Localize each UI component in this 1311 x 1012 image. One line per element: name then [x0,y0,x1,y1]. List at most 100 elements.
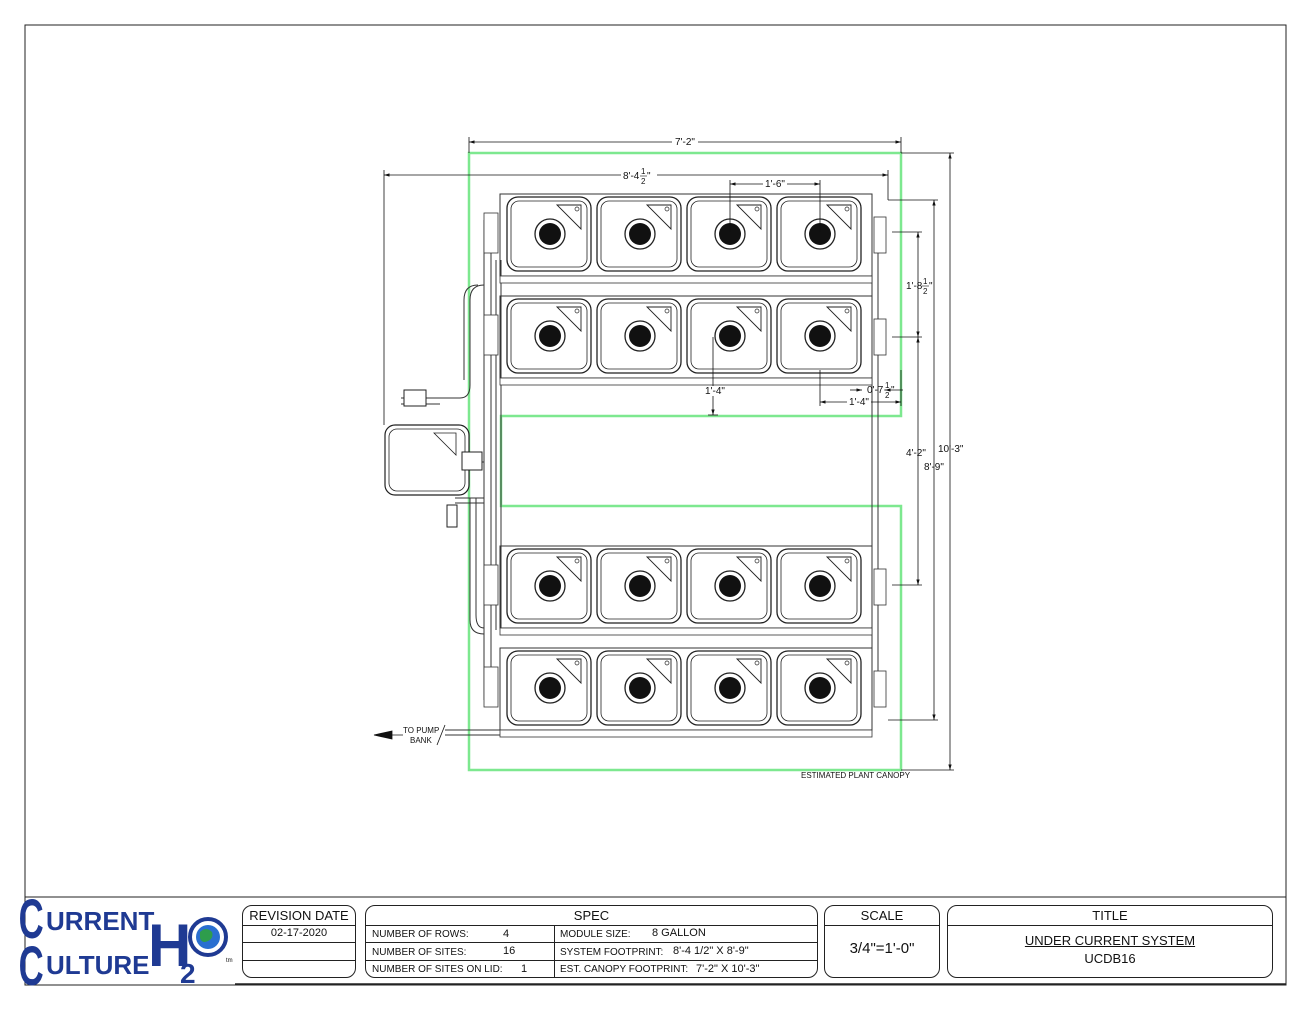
net-pot-icon [809,575,831,597]
module-site [776,196,862,272]
svg-text:2: 2 [923,287,928,296]
spec-header: SPEC [573,908,610,923]
dim-system-length: 8'-9" [924,462,944,473]
module-site [506,548,592,624]
spec-canopy-label: EST. CANOPY FOOTPRINT: [560,964,689,975]
spec-canopy-value: 7'-2" X 10'-3" [696,963,760,975]
spec-module-value: 8 GALLON [652,927,706,939]
row-rail [499,729,873,738]
net-pot-icon [719,575,741,597]
logo-line1: URRENT [46,906,154,936]
row-rail [499,377,873,386]
canopy-note: ESTIMATED PLANT CANOPY [801,771,911,780]
row-manifold-right [873,670,887,708]
spec-rows-value: 4 [503,928,510,940]
dim-system-width-frac-num: 1 [641,167,646,176]
spec-footprint-label: SYSTEM FOOTPRINT: [560,947,664,958]
revision-date: 02-17-2020 [270,927,328,939]
logo-c1: C [19,888,44,951]
module-site [506,650,592,726]
dim-row-group-gap: 4'-2" [906,448,926,459]
row-rail [499,627,873,636]
svg-text:1: 1 [885,381,890,390]
company-logo: C URRENT C ULTURE H 2 tm [19,888,233,998]
dim-module-depth: 1'-4" [705,386,725,397]
spec-sites-label: NUMBER OF SITES: [372,947,467,958]
spec-sites-value: 16 [503,945,516,957]
to-pump-bank-label-1: TO PUMP [403,726,439,735]
row-manifold-left [483,564,499,606]
module-site [686,548,772,624]
net-pot-icon [719,677,741,699]
revision-box: REVISION DATE 02-17-2020 [242,905,356,978]
dim-canopy-length: 10'-3" [938,444,964,455]
module-array [483,193,887,738]
dim-module-width: 1'-4" [849,397,869,408]
to-pump-bank-label-2: BANK [410,736,432,745]
svg-text:": " [929,281,933,292]
net-pot-icon [539,325,561,347]
dim-module-spacing: 1'-6" [765,179,785,190]
logo-h: H [148,912,191,979]
logo-c2: C [19,935,44,998]
spec-footprint-value: 8'-4 1/2" X 8'-9" [673,945,749,957]
net-pot-icon [809,677,831,699]
svg-text:1: 1 [923,277,928,286]
logo-line2: ULTURE [46,950,150,980]
net-pot-icon [719,223,741,245]
module-site [686,650,772,726]
spec-module-label: MODULE SIZE: [560,929,631,940]
row-manifold-right [873,568,887,606]
logo-two: 2 [180,958,196,989]
spec-rows-label: NUMBER OF ROWS: [372,929,469,940]
net-pot-icon [629,575,651,597]
module-site [596,298,682,374]
scale-box: SCALE 3/4"=1'-0" [824,905,940,978]
title-box: TITLE UNDER CURRENT SYSTEM UCDB16 [947,905,1273,978]
module-site [686,298,772,374]
dimension-labels: 7'-2" 8'-4 1 2 " 1'-6" 1'-8 1 2 " 0'-7 1… [403,137,964,780]
revision-header: REVISION DATE [249,908,349,923]
module-site [596,196,682,272]
module-site [686,196,772,272]
spec-box: SPEC NUMBER OF ROWS: 4 NUMBER OF SITES: … [365,905,818,978]
net-pot-icon [629,223,651,245]
svg-text:": " [891,385,895,396]
net-pot-icon [539,575,561,597]
row-manifold-left [483,314,499,356]
sheet-border [24,24,1287,986]
row-manifold-right [873,216,887,254]
module-site [506,196,592,272]
net-pot-icon [719,325,741,347]
row-rail [499,275,873,284]
row-manifold-left [483,666,499,708]
module-site [596,548,682,624]
spec-lid-label: NUMBER OF SITES ON LID: [372,964,503,975]
row-manifold-right [873,318,887,356]
net-pot-icon [629,677,651,699]
module-site [776,548,862,624]
svg-text:2: 2 [641,177,646,186]
net-pot-icon [539,223,561,245]
dim-row-spacing: 1'-8 [906,281,923,292]
module-site [776,650,862,726]
title-header: TITLE [1092,908,1128,923]
dim-system-width: 8'-4 [623,171,640,182]
scale-value: 3/4"=1'-0" [849,940,915,957]
net-pot-icon [809,223,831,245]
module-site [776,298,862,374]
net-pot-icon [629,325,651,347]
module-site [506,298,592,374]
dim-overall-width: 7'-2" [675,137,695,148]
scale-header: SCALE [860,908,904,923]
spec-lid-value: 1 [521,963,528,975]
svg-text:2: 2 [885,391,890,400]
supply-tank [384,389,483,528]
module-site [596,650,682,726]
net-pot-icon [539,677,561,699]
net-pot-icon [809,325,831,347]
dim-offset-small: 0'-7 [867,385,884,396]
title-name: UNDER CURRENT SYSTEM [1024,933,1196,948]
title-code: UCDB16 [1084,951,1136,966]
